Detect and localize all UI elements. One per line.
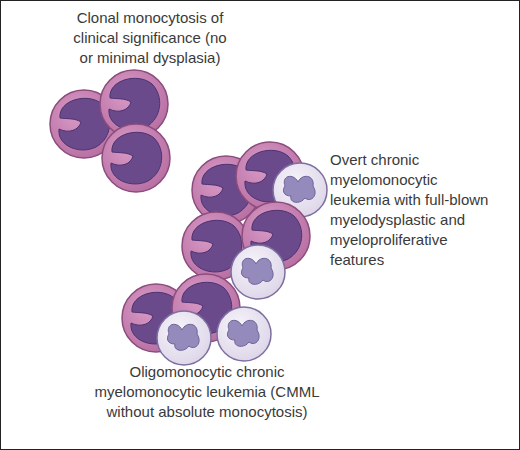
neutrophil-cell	[217, 307, 271, 361]
neutrophil-cell	[231, 245, 285, 299]
group-label: Overt chronic myelomonocytic leukemia wi…	[330, 150, 498, 270]
neutrophil-cell	[157, 311, 211, 365]
group-label: Oligomonocytic chronic myelomonocytic le…	[76, 362, 338, 422]
monocyte-cell	[102, 124, 170, 192]
group-label: Clonal monocytosis of clinical significa…	[66, 8, 234, 68]
